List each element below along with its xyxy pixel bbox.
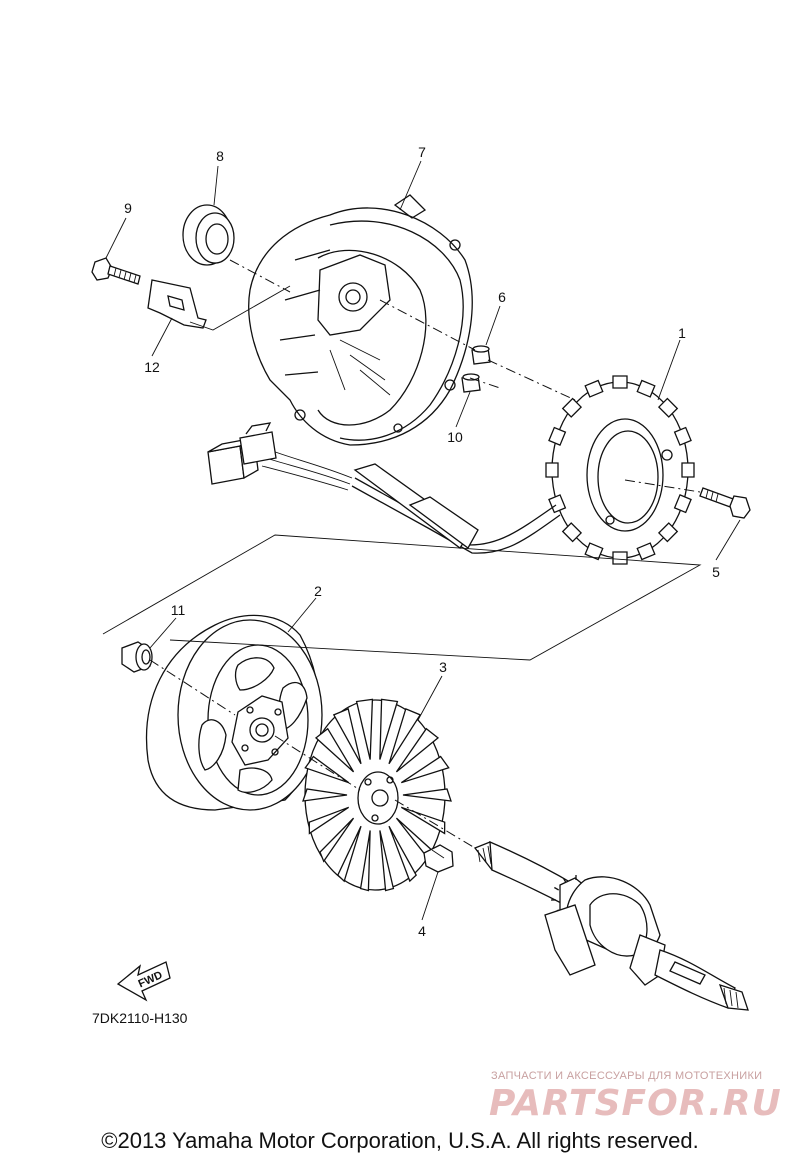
stator-pole bbox=[636, 542, 656, 561]
callout-7: 7 bbox=[418, 144, 426, 160]
callout-5: 5 bbox=[712, 564, 720, 580]
stator-pole bbox=[548, 494, 567, 514]
gear-tooth bbox=[562, 878, 567, 884]
fan-blade bbox=[388, 825, 418, 883]
fan-blade bbox=[379, 830, 395, 892]
stator-pole bbox=[548, 426, 567, 446]
callout-12: 12 bbox=[144, 359, 160, 375]
callout-10: 10 bbox=[447, 429, 463, 445]
wiring-connectors bbox=[207, 422, 277, 485]
part-1-stator-assembly bbox=[261, 375, 695, 565]
part-12-bracket bbox=[147, 279, 207, 329]
part-6-dowel-pin bbox=[471, 345, 491, 365]
gear-tooth bbox=[554, 886, 560, 891]
fwd-arrow-icon: FWD bbox=[116, 961, 171, 1002]
stator-pole bbox=[584, 379, 604, 398]
part-11-nut bbox=[121, 641, 153, 673]
callout-2: 2 bbox=[314, 583, 322, 599]
fan-blade bbox=[388, 707, 422, 765]
fan-blade bbox=[302, 788, 348, 802]
callout-6: 6 bbox=[498, 289, 506, 305]
part-2-rotor bbox=[145, 614, 323, 811]
fan-blade bbox=[314, 727, 355, 773]
fan-blade bbox=[395, 727, 440, 773]
fan-blade bbox=[319, 817, 355, 863]
fan-blade bbox=[337, 825, 362, 883]
watermark-tagline: ЗАПЧАСТИ И АКСЕССУАРЫ ДЛЯ МОТОТЕХНИКИ bbox=[491, 1070, 763, 1082]
callout-1: 1 bbox=[678, 325, 686, 341]
callout-4: 4 bbox=[418, 923, 426, 939]
fan-blade bbox=[400, 755, 450, 784]
fan-blade bbox=[308, 806, 350, 835]
part-10-dowel-pin bbox=[461, 373, 481, 393]
stator-pole bbox=[673, 494, 692, 514]
stator-pole bbox=[612, 375, 628, 389]
part-5-bolt bbox=[699, 487, 751, 519]
stator-pole bbox=[657, 522, 679, 543]
stator-pole bbox=[673, 426, 692, 446]
fan-blade bbox=[379, 698, 399, 760]
stator-pole bbox=[657, 397, 679, 418]
copyright-notice: ©2013 Yamaha Motor Corporation, U.S.A. A… bbox=[101, 1128, 699, 1153]
fan-blade bbox=[359, 830, 371, 892]
callout-3: 3 bbox=[439, 659, 447, 675]
leader-lines bbox=[105, 160, 741, 921]
stator-pole bbox=[681, 462, 695, 478]
reference-lines bbox=[102, 259, 702, 849]
callout-11: 11 bbox=[171, 602, 186, 618]
fan-blade bbox=[355, 698, 374, 760]
part-3-cooling-fan bbox=[302, 698, 452, 892]
fan-blade bbox=[332, 707, 362, 765]
stator-pole bbox=[545, 462, 559, 478]
stator-pole bbox=[612, 551, 628, 565]
stator-pole bbox=[636, 379, 656, 398]
part-8-oil-seal bbox=[182, 204, 235, 266]
crankshaft bbox=[473, 840, 749, 1011]
part-9-bolt bbox=[91, 257, 141, 285]
part-4-bolt bbox=[423, 844, 454, 873]
stator-pole bbox=[561, 397, 583, 418]
part-7-generator-cover bbox=[248, 194, 473, 446]
diagram-code: 7DK2110-H130 bbox=[92, 1010, 188, 1026]
callout-8: 8 bbox=[216, 148, 224, 164]
stator-pole bbox=[561, 522, 583, 543]
watermark-site: PARTSFOR.RU bbox=[489, 1083, 782, 1124]
callout-9: 9 bbox=[124, 200, 132, 216]
fan-blade bbox=[402, 788, 452, 802]
stator-pole bbox=[584, 542, 604, 561]
fan-blade bbox=[400, 806, 446, 835]
callout-labels: 1 2 3 4 5 6 7 8 9 10 11 12 bbox=[124, 144, 720, 939]
